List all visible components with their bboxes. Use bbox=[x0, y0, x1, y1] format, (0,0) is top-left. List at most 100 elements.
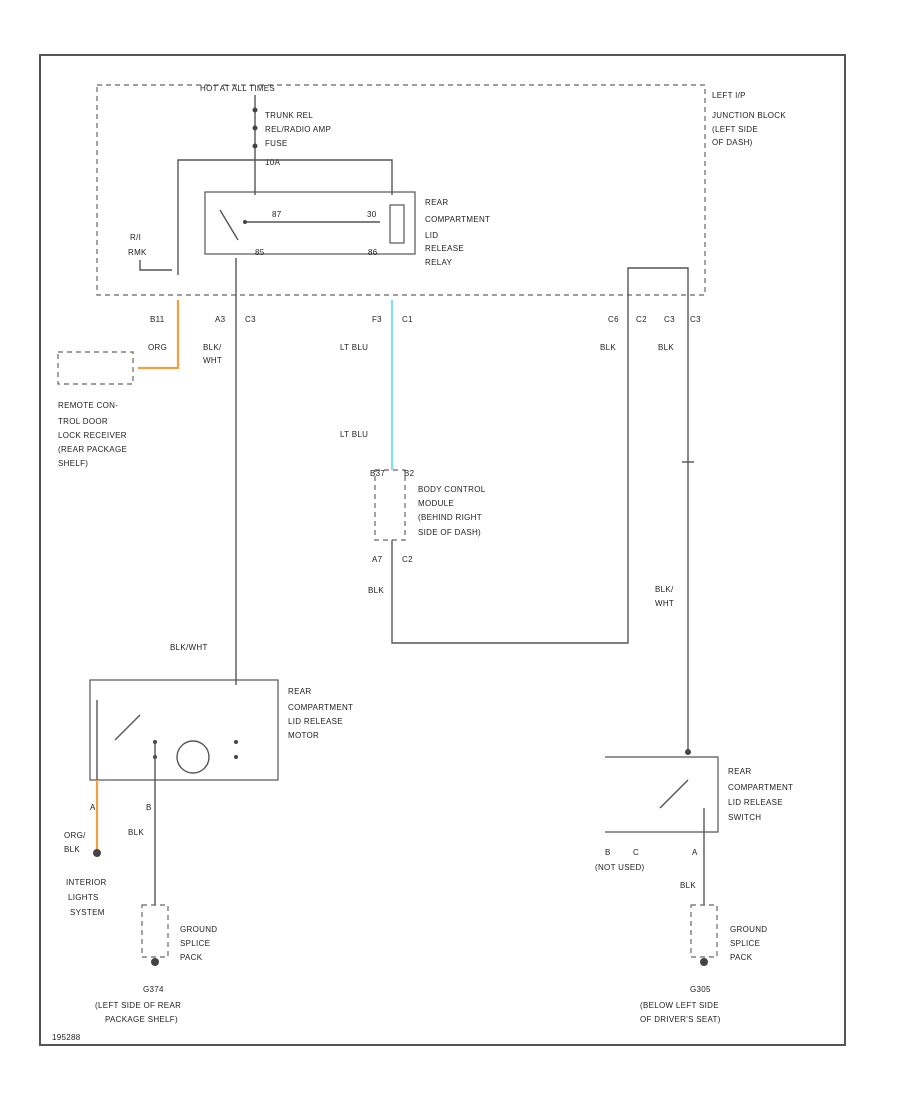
ground-splice-left bbox=[141, 904, 169, 958]
bcm-label-3: (BEHIND RIGHT bbox=[418, 513, 482, 522]
interior-lights-label: INTERIOR bbox=[66, 878, 107, 887]
ground-splice-right-label-2: SPLICE bbox=[730, 939, 760, 948]
switch-pin-a: A bbox=[692, 848, 698, 857]
wire-blk-motor-label: BLK bbox=[128, 828, 144, 837]
switch-pin-b: B bbox=[605, 848, 611, 857]
motor-label-4: MOTOR bbox=[288, 731, 319, 740]
switch-label-4: SWITCH bbox=[728, 813, 761, 822]
relay-switch-arm bbox=[219, 209, 239, 241]
switch-label: REAR bbox=[728, 767, 751, 776]
motor-node-4 bbox=[234, 755, 238, 759]
junction-block-label-3: (LEFT SIDE bbox=[712, 125, 758, 134]
fuse-node-1 bbox=[252, 107, 258, 113]
relay-feed-loop bbox=[177, 159, 393, 275]
switch-pin-c: C bbox=[633, 848, 639, 857]
relay-pin-86: 86 bbox=[368, 248, 378, 257]
switch-label-3: LID RELEASE bbox=[728, 798, 783, 807]
wire-blk-wht-label: BLK/ bbox=[203, 343, 222, 352]
wire-blk-switch-label: BLK bbox=[680, 881, 696, 890]
switch-not-used: (NOT USED) bbox=[595, 863, 645, 872]
interior-lights-label-3: SYSTEM bbox=[70, 908, 105, 917]
switch-node bbox=[685, 749, 691, 755]
bcm-box bbox=[374, 469, 406, 541]
wire-lt-blu-label-2: LT BLU bbox=[340, 430, 368, 439]
motor-label: REAR bbox=[288, 687, 311, 696]
wire-org-label: ORG bbox=[148, 343, 167, 352]
connector-c3-b: C3 bbox=[664, 315, 675, 324]
relay-label-5: RELAY bbox=[425, 258, 453, 267]
trim-label-2: RMK bbox=[128, 248, 147, 257]
relay-pin-85: 85 bbox=[255, 248, 265, 257]
rke-receiver-label-5: SHELF) bbox=[58, 459, 88, 468]
relay-contact-node bbox=[243, 220, 247, 224]
rke-receiver-label: REMOTE CON- bbox=[58, 401, 118, 410]
junction-block-label-4: OF DASH) bbox=[712, 138, 753, 147]
bcm-pin-b2: B2 bbox=[404, 469, 415, 478]
relay-pin-30: 30 bbox=[367, 210, 377, 219]
bcm-label-2: MODULE bbox=[418, 499, 454, 508]
wire-blk-bcm-label: BLK bbox=[368, 586, 384, 595]
connector-b11: B11 bbox=[150, 315, 165, 324]
ground-left-location: (LEFT SIDE OF REAR bbox=[95, 1001, 181, 1010]
relay-label-2: COMPARTMENT bbox=[425, 215, 490, 224]
interior-lights-node bbox=[93, 849, 101, 857]
connector-c1: C1 bbox=[402, 315, 413, 324]
motor-symbol bbox=[176, 740, 210, 774]
ground-left-location-2: PACKAGE SHELF) bbox=[105, 1015, 178, 1024]
rke-receiver-label-4: (REAR PACKAGE bbox=[58, 445, 127, 454]
relay-coil bbox=[389, 204, 405, 244]
wire-bcm-loop bbox=[391, 267, 689, 644]
switch-box bbox=[605, 756, 719, 833]
motor-label-3: LID RELEASE bbox=[288, 717, 343, 726]
ground-left-id: G374 bbox=[143, 985, 164, 994]
relay-pin-87: 87 bbox=[272, 210, 282, 219]
hot-at-all-times-label: HOT AT ALL TIMES bbox=[200, 84, 275, 93]
wire-blk-wht-switch-label: BLK/ bbox=[655, 585, 674, 594]
ground-right-location-2: OF DRIVER'S SEAT) bbox=[640, 1015, 721, 1024]
motor-label-2: COMPARTMENT bbox=[288, 703, 353, 712]
connector-a3: A3 bbox=[215, 315, 226, 324]
bcm-label-4: SIDE OF DASH) bbox=[418, 528, 481, 537]
ground-splice-left-label: GROUND bbox=[180, 925, 217, 934]
wire-blk-wht-label-2: WHT bbox=[203, 356, 222, 365]
wire-org bbox=[138, 300, 180, 370]
ground-right-location: (BELOW LEFT SIDE bbox=[640, 1001, 719, 1010]
fuse-node-3 bbox=[252, 143, 258, 149]
junction-block-label: LEFT I/P bbox=[712, 91, 746, 100]
ground-splice-left-label-2: SPLICE bbox=[180, 939, 210, 948]
ground-splice-right-label: GROUND bbox=[730, 925, 767, 934]
relay-label-3: LID bbox=[425, 231, 438, 240]
figure-id: 195288 bbox=[52, 1033, 81, 1042]
ground-right-id: G305 bbox=[690, 985, 711, 994]
switch-arm bbox=[659, 779, 689, 809]
fuse-label-2: REL/RADIO AMP bbox=[265, 125, 331, 134]
connector-c2: C2 bbox=[636, 315, 647, 324]
wire-blk-c6-label: BLK bbox=[600, 343, 616, 352]
junction-block-outline bbox=[96, 84, 706, 296]
rke-receiver-label-2: TROL DOOR bbox=[58, 417, 108, 426]
ground-splice-left-label-3: PACK bbox=[180, 953, 203, 962]
connector-c3-c: C3 bbox=[690, 315, 701, 324]
ground-node-left bbox=[151, 958, 159, 966]
wire-blk-c3-label: BLK bbox=[658, 343, 674, 352]
wire-blk-wht-switch-label-2: WHT bbox=[655, 599, 674, 608]
fuse-label-3: FUSE bbox=[265, 139, 288, 148]
ground-node-right bbox=[700, 958, 708, 966]
relay-label-4: RELEASE bbox=[425, 244, 464, 253]
relay-label: REAR bbox=[425, 198, 448, 207]
wire-blk-wht-motor-label: BLK/WHT bbox=[170, 643, 208, 652]
motor-box bbox=[89, 679, 279, 781]
trim-arrow bbox=[139, 260, 172, 271]
wire-lt-blu-label: LT BLU bbox=[340, 343, 368, 352]
motor-pin-b: B bbox=[146, 803, 152, 812]
connector-f3: F3 bbox=[372, 315, 382, 324]
motor-pin-a: A bbox=[90, 803, 96, 812]
fuse-node-2 bbox=[252, 125, 258, 131]
bcm-pin-a7: A7 bbox=[372, 555, 383, 564]
fuse-label: TRUNK REL bbox=[265, 111, 313, 120]
ground-splice-right bbox=[690, 904, 718, 958]
wire-org-blk-label: ORG/ bbox=[64, 831, 86, 840]
switch-label-2: COMPARTMENT bbox=[728, 783, 793, 792]
connector-c3-a: C3 bbox=[245, 315, 256, 324]
motor-switch-arm bbox=[114, 714, 141, 741]
